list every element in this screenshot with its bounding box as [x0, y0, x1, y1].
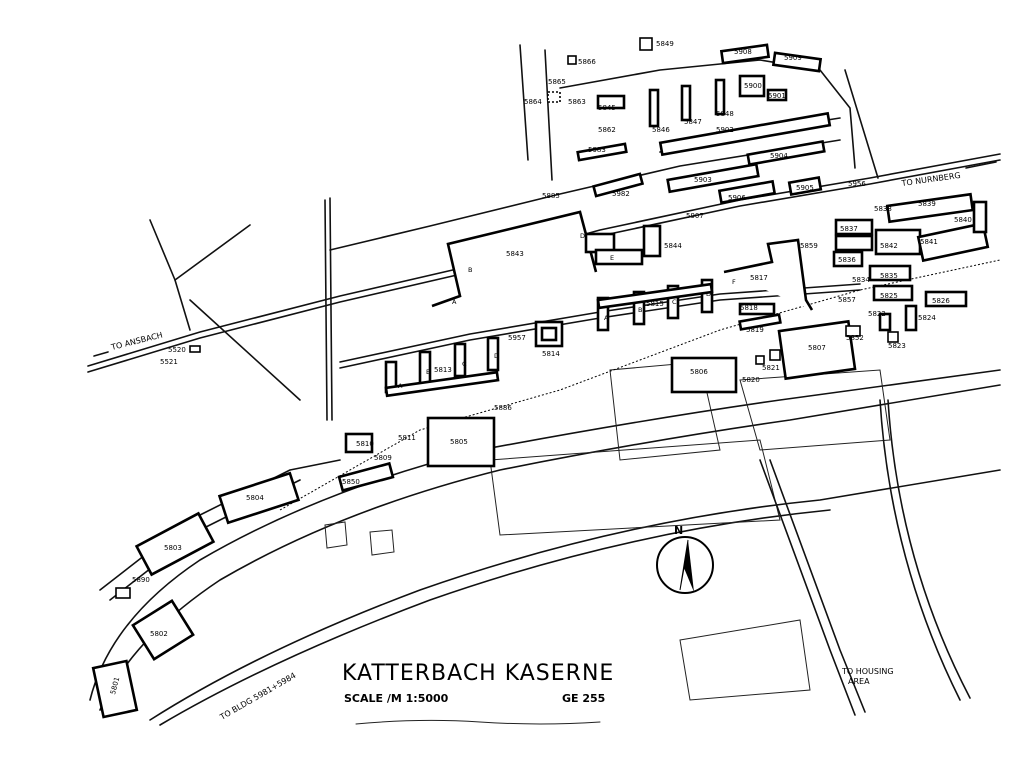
label-5901: 5901	[768, 92, 786, 100]
label-5908: 5908	[734, 48, 752, 56]
label-5859: 5859	[800, 242, 818, 250]
to-bldg-label: TO BLDG 5981+5984	[218, 671, 298, 722]
label-5520: 5520	[168, 346, 186, 354]
nurnberg-arrow	[965, 161, 997, 169]
label-5836: 5836	[838, 256, 856, 264]
label-5824: 5824	[918, 314, 936, 322]
wing-a-5843: A	[452, 298, 457, 306]
label-5826: 5826	[932, 297, 950, 305]
north-arrow: N	[656, 524, 714, 594]
wing-b-5843: B	[468, 266, 472, 274]
title-underline	[355, 719, 601, 725]
label-5803: 5803	[164, 544, 182, 552]
label-5904: 5904	[770, 152, 788, 160]
label-5845: 5845	[598, 104, 616, 112]
wing-d-5813: D	[494, 352, 499, 360]
label-5909: 5909	[784, 54, 802, 62]
scale-label: SCALE /M 1:5000	[344, 692, 449, 705]
label-5820: 5820	[742, 376, 760, 384]
label-5806: 5806	[690, 368, 708, 376]
label-5814: 5814	[542, 350, 560, 358]
label-5983: 5983	[588, 146, 606, 154]
label-5818: 5818	[740, 304, 758, 312]
map-code: GE 255	[562, 692, 605, 705]
label-5838: 5838	[874, 205, 892, 213]
label-5804: 5804	[246, 494, 264, 502]
label-5809: 5809	[374, 454, 392, 462]
label-5823: 5823	[888, 342, 906, 350]
label-5844: 5844	[664, 242, 682, 250]
label-5906: 5906	[728, 194, 746, 202]
label-5846: 5846	[652, 126, 670, 134]
railway	[279, 259, 1001, 511]
label-5857: 5857	[838, 296, 856, 304]
label-5839: 5839	[918, 200, 936, 208]
label-5835: 5835	[880, 272, 898, 280]
building-labels: 5801 5802 5803 5804 5805 5806 5807 5809 …	[109, 40, 972, 695]
label-5819: 5819	[746, 326, 764, 334]
label-5905: 5905	[796, 184, 814, 192]
label-5907: 5907	[686, 212, 704, 220]
to-housing-label: TO HOUSING	[841, 667, 894, 676]
label-5956: 5956	[848, 180, 866, 188]
label-5982: 5982	[612, 190, 630, 198]
area-label: AREA	[848, 677, 870, 686]
map-title: KATTERBACH KASERNE	[342, 661, 614, 686]
label-5843: 5843	[506, 250, 524, 258]
wing-d-5815: D	[706, 290, 711, 298]
label-5802: 5802	[150, 630, 168, 638]
north-label: N	[674, 524, 683, 537]
label-5810: 5810	[356, 440, 374, 448]
label-5834: 5834	[852, 276, 870, 284]
label-5866: 5866	[578, 58, 596, 66]
label-5813: 5813	[434, 366, 452, 374]
wing-d-5843: D	[580, 232, 585, 240]
road-network	[87, 44, 1001, 726]
wing-b-5815: B	[638, 306, 642, 314]
label-5821: 5821	[762, 364, 780, 372]
label-5825: 5825	[880, 292, 898, 300]
label-5902: 5902	[716, 126, 734, 134]
label-5841: 5841	[920, 238, 938, 246]
label-5805: 5805	[450, 438, 468, 446]
label-5863: 5863	[568, 98, 586, 106]
label-5849: 5849	[656, 40, 674, 48]
wing-e-5843: E	[610, 254, 614, 262]
label-5807: 5807	[808, 344, 826, 352]
label-5850: 5850	[342, 478, 360, 486]
label-5865: 5865	[548, 78, 566, 86]
label-5864: 5864	[524, 98, 542, 106]
label-5957: 5957	[508, 334, 526, 342]
label-5862: 5862	[598, 126, 616, 134]
label-5521: 5521	[160, 358, 178, 366]
label-5900: 5900	[744, 82, 762, 90]
label-5822: 5822	[868, 310, 886, 318]
label-5847: 5847	[684, 118, 702, 126]
label-5811: 5811	[398, 434, 416, 442]
buildings	[91, 37, 990, 719]
ansbach-arrow	[93, 351, 109, 357]
wing-c-5815: C	[672, 298, 677, 306]
label-5842: 5842	[880, 242, 898, 250]
label-5840: 5840	[954, 216, 972, 224]
title-block: KATTERBACH KASERNE SCALE /M 1:5000 GE 25…	[342, 661, 614, 725]
label-5903: 5903	[694, 176, 712, 184]
label-5848: 5848	[716, 110, 734, 118]
wing-a-5813: A	[398, 382, 403, 390]
label-5852: 5852	[846, 334, 864, 342]
wing-f-5817: F	[732, 278, 736, 286]
label-5837: 5837	[840, 225, 858, 233]
to-ansbach-label: TO ANSBACH	[109, 330, 163, 352]
label-5815: 5815	[646, 300, 664, 308]
label-5886: 5886	[494, 404, 512, 412]
wing-b-5813: B	[426, 368, 430, 376]
wing-a-5815: A	[604, 314, 609, 322]
label-5890: 5890	[132, 576, 150, 584]
label-5885: 5885	[542, 192, 560, 200]
wing-c-5813: C	[462, 360, 467, 368]
wing-labels: A B D E A B C D A B C D F	[398, 232, 736, 390]
label-5817: 5817	[750, 274, 768, 282]
